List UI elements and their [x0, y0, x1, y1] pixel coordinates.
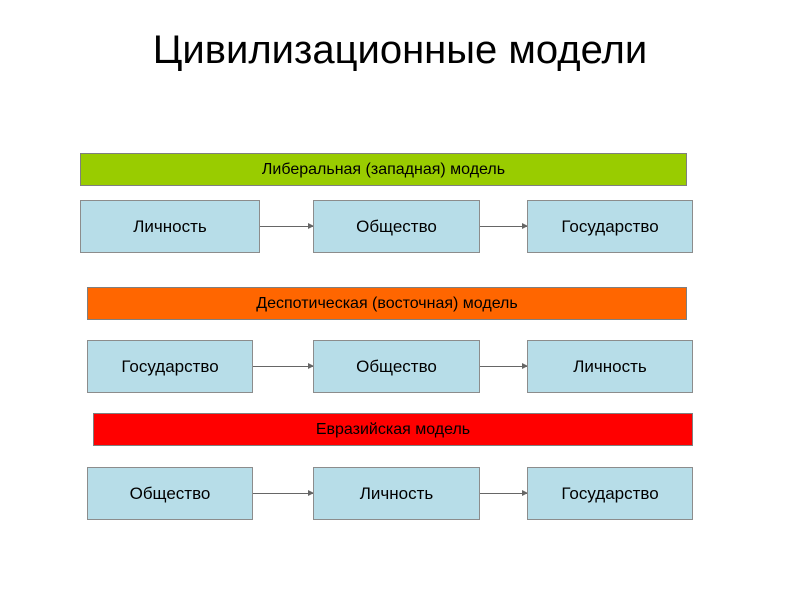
model-header-liberal: Либеральная (западная) модель	[80, 153, 687, 186]
node-obshchestvo: Общество	[87, 467, 253, 520]
node-obshchestvo: Общество	[313, 340, 480, 393]
arrow	[480, 363, 528, 369]
arrow	[253, 363, 314, 369]
page-title: Цивилизационные модели	[152, 28, 648, 72]
node-lichnost: Личность	[80, 200, 260, 253]
arrow	[260, 223, 314, 229]
arrow	[480, 223, 528, 229]
node-obshchestvo: Общество	[313, 200, 480, 253]
node-lichnost: Личность	[313, 467, 480, 520]
node-gosudarstvo: Государство	[87, 340, 253, 393]
node-lichnost: Личность	[527, 340, 693, 393]
arrow	[480, 490, 528, 496]
node-gosudarstvo: Государство	[527, 467, 693, 520]
model-header-despotic: Деспотическая (восточная) модель	[87, 287, 687, 320]
model-header-eurasian: Евразийская модель	[93, 413, 693, 446]
arrow	[253, 490, 314, 496]
node-gosudarstvo: Государство	[527, 200, 693, 253]
